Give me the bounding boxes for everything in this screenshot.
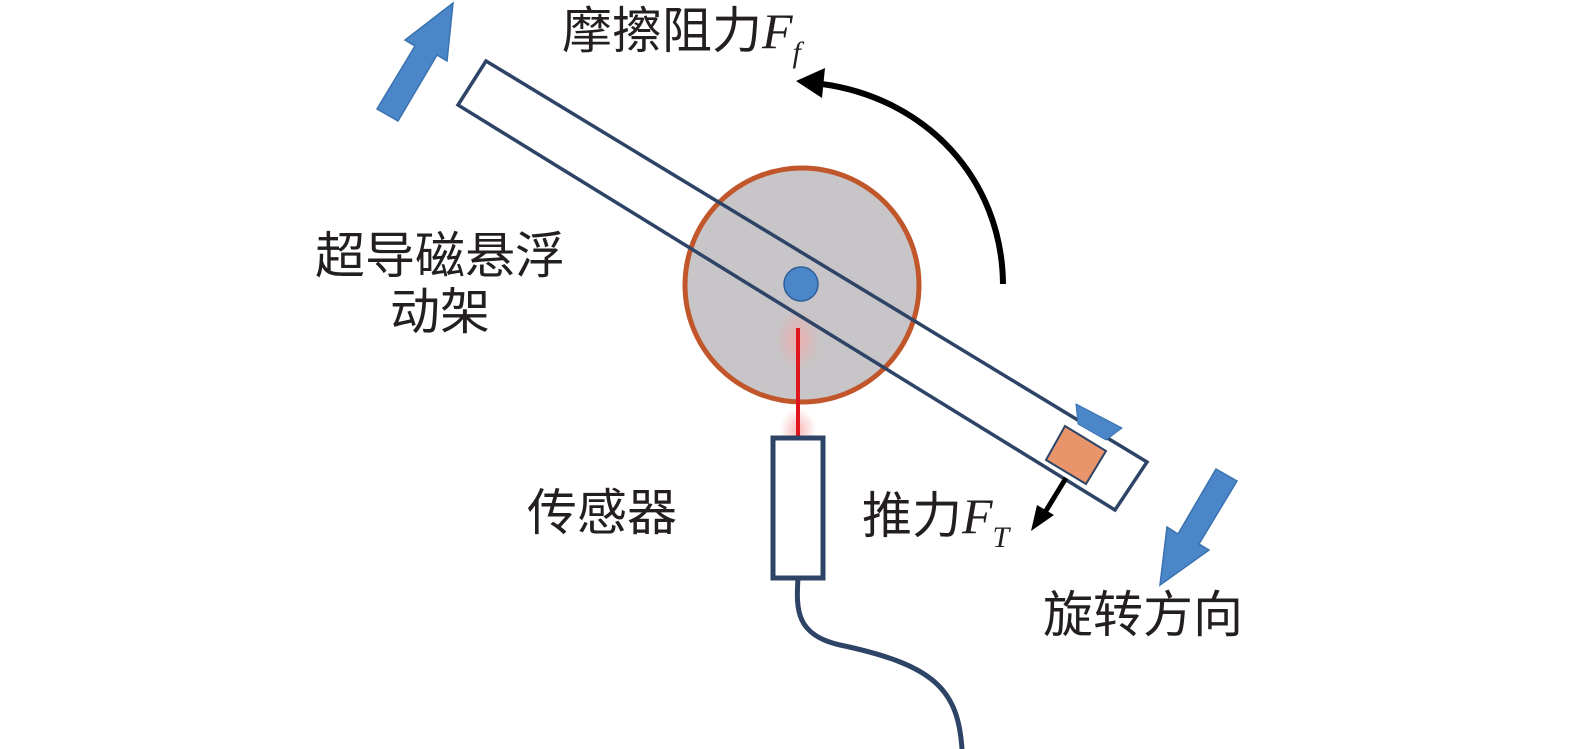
thrust-label-text: 推力 xyxy=(862,487,962,545)
thrust-arrow-shaft xyxy=(1041,476,1069,516)
friction-label-text: 摩擦阻力 xyxy=(562,2,762,60)
sensor-label-text: 传感器 xyxy=(527,484,677,542)
thrust-symbol: F xyxy=(962,488,993,544)
thrust-label: 推力FT xyxy=(862,487,1009,554)
curved-arrow-icon xyxy=(796,68,825,98)
thrust-subscript: T xyxy=(992,521,1010,554)
thruster-pointer xyxy=(1075,403,1123,441)
arrow-up-right-icon xyxy=(375,1,454,123)
sensor-label: 传感器 xyxy=(527,485,677,541)
thrust-arrow-icon xyxy=(1031,505,1054,531)
friction-symbol: F xyxy=(762,3,793,59)
friction-subscript: f xyxy=(792,36,801,69)
sensor-body xyxy=(770,435,826,581)
rotation-label-text: 旋转方向 xyxy=(1043,586,1243,644)
frame-label-line2: 动架 xyxy=(390,283,490,341)
sensor-cable xyxy=(794,577,965,749)
arrow-down-left-icon xyxy=(1159,467,1239,587)
friction-label: 摩擦阻力Ff xyxy=(562,2,801,69)
rotation-label: 旋转方向 xyxy=(1043,587,1243,643)
axle-dot xyxy=(783,266,819,302)
levitation-frame-bar xyxy=(455,58,1150,513)
frame-label-line1: 超导磁悬浮 xyxy=(315,227,565,285)
thruster-block xyxy=(1044,424,1108,486)
friction-arc xyxy=(821,81,1006,285)
frame-label: 超导磁悬浮 动架 xyxy=(300,228,580,340)
